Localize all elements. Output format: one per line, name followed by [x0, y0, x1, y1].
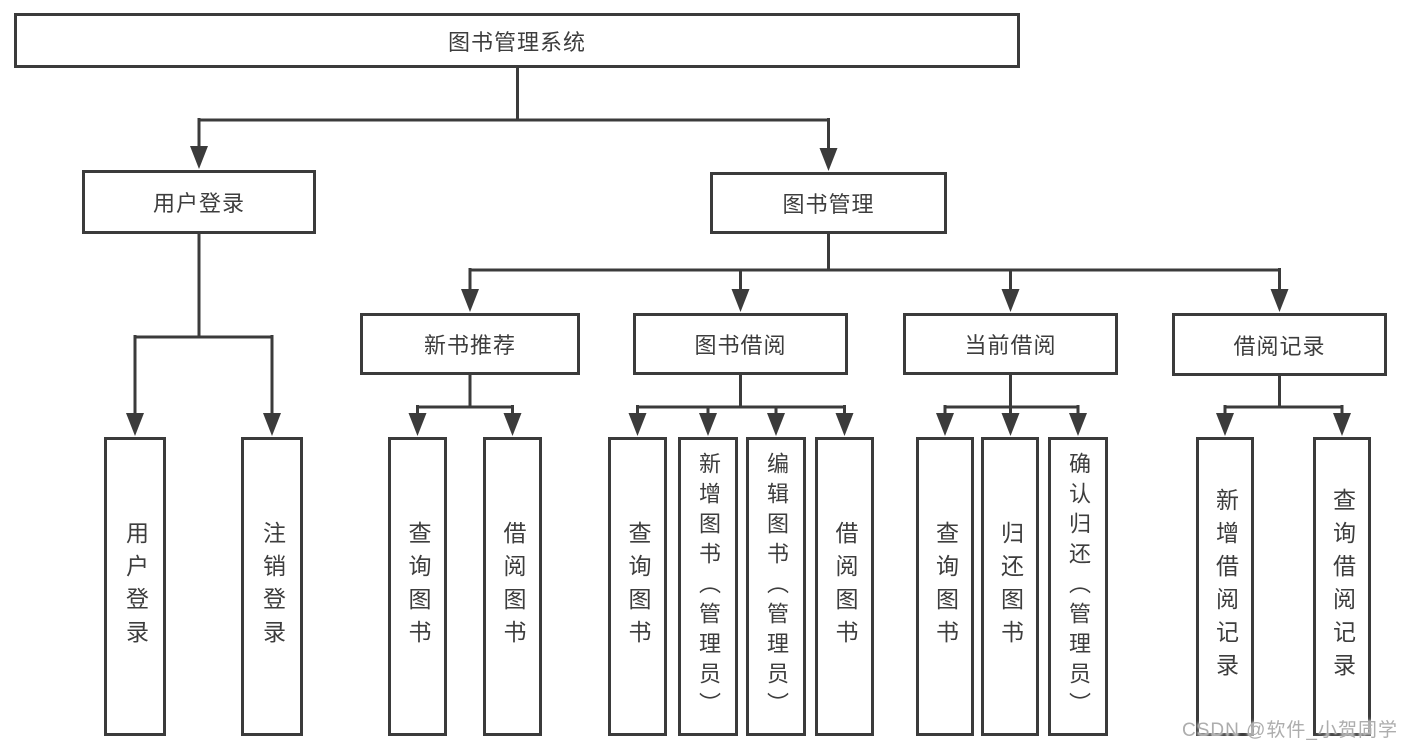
- node-book-borrowing: 图书借阅: [633, 313, 848, 375]
- node-label: 查询借阅记录: [1329, 487, 1356, 686]
- arrowhead: [503, 413, 522, 436]
- node-user-login: 用户登录: [82, 170, 316, 234]
- node-confirm-return-admin: 确认归还（管理员）: [1048, 437, 1108, 736]
- arrowhead: [190, 146, 208, 169]
- arrowhead: [1333, 413, 1351, 436]
- node-query-books: 查询图书: [388, 437, 447, 736]
- node-add-books-admin: 新增图书（管理员）: [678, 437, 738, 736]
- node-label: 新增借阅记录: [1212, 487, 1239, 686]
- arrowhead: [461, 289, 479, 312]
- node-label: 图书管理: [782, 192, 875, 217]
- edge-currentborrow-to-children: [936, 375, 1087, 436]
- node-add-borrow-record: 新增借阅记录: [1196, 437, 1254, 736]
- arrowhead: [408, 413, 427, 436]
- node-label: 用户登录: [152, 191, 245, 216]
- node-label: 借阅记录: [1233, 333, 1326, 359]
- node-logout: 注销登录: [241, 437, 303, 736]
- node-label: 编辑图书（管理员）: [764, 451, 789, 722]
- node-borrow-books: 借阅图书: [815, 437, 874, 736]
- arrowhead: [628, 413, 647, 436]
- node-return-books: 归还图书: [981, 437, 1039, 736]
- node-label: 确认归还（管理员）: [1066, 451, 1091, 722]
- node-label: 查询图书: [932, 520, 959, 653]
- node-label: 当前借阅: [964, 333, 1057, 358]
- node-label: 新书推荐: [423, 333, 516, 358]
- node-label: 用户登录: [122, 520, 149, 653]
- arrowhead: [263, 413, 281, 436]
- arrowhead: [731, 289, 750, 312]
- arrowhead: [1001, 289, 1020, 312]
- node-book-management: 图书管理: [710, 172, 947, 234]
- arrowhead: [767, 413, 785, 436]
- edge-bookmgmt-to-level3: [461, 234, 1289, 312]
- node-query-books: 查询图书: [608, 437, 667, 736]
- node-label: 借阅图书: [500, 520, 526, 653]
- node-label: 新增图书（管理员）: [696, 451, 721, 722]
- edge-userlogin-to-children: [126, 234, 281, 436]
- node-query-books: 查询图书: [916, 437, 974, 736]
- edge-newbookrec-to-children: [408, 375, 522, 436]
- edge-bookborrow-to-children: [628, 375, 854, 436]
- node-label: 归还图书: [997, 520, 1024, 653]
- node-label: 查询图书: [405, 520, 431, 653]
- arrowhead: [1069, 413, 1087, 436]
- node-label: 图书借阅: [694, 333, 787, 358]
- arrowhead: [936, 413, 954, 436]
- node-library-management-system: 图书管理系统: [14, 13, 1020, 68]
- arrowhead: [126, 413, 144, 436]
- node-user-login-leaf: 用户登录: [104, 437, 166, 736]
- arrowhead: [835, 413, 854, 436]
- csdn-watermark: CSDN @软件_小贺同学: [1182, 720, 1398, 741]
- node-new-book-recommend: 新书推荐: [360, 313, 580, 375]
- node-borrow-books: 借阅图书: [483, 437, 542, 736]
- node-label: 图书管理系统: [447, 29, 586, 55]
- arrowhead: [1216, 413, 1234, 436]
- arrowhead: [1001, 413, 1020, 436]
- edge-root-to-level2: [190, 68, 838, 171]
- node-borrowing-records: 借阅记录: [1172, 313, 1387, 376]
- node-label: 查询图书: [625, 520, 651, 653]
- arrowhead: [699, 413, 717, 436]
- arrowhead: [819, 148, 838, 171]
- edge-borrowrecords-to-children: [1216, 376, 1351, 436]
- node-label: 注销登录: [259, 520, 286, 653]
- node-edit-books-admin: 编辑图书（管理员）: [746, 437, 806, 736]
- arrowhead: [1270, 289, 1289, 312]
- node-label: 借阅图书: [832, 520, 858, 653]
- node-current-borrowing: 当前借阅: [903, 313, 1118, 375]
- node-query-borrow-record: 查询借阅记录: [1313, 437, 1371, 736]
